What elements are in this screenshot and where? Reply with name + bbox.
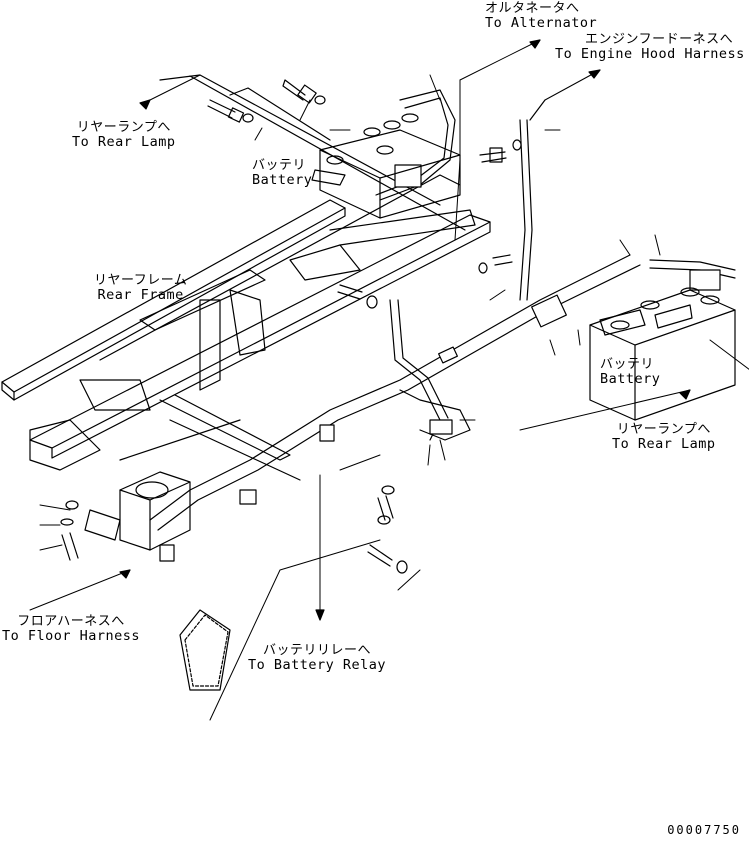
label-jp: バッテリリレーへ — [263, 643, 372, 658]
label-en: To Engine Hood Harness — [555, 46, 745, 62]
label-jp: リヤーランプへ — [616, 422, 711, 437]
label-en: To Rear Lamp — [72, 134, 176, 150]
label-en: To Alternator — [485, 15, 598, 31]
bolts-and-washers — [60, 79, 522, 574]
battery-right — [589, 287, 736, 421]
shield-plate — [179, 609, 231, 691]
label-jp: フロアハーネスへ — [17, 614, 125, 629]
label-jp: エンジンフードーネスへ — [585, 32, 734, 47]
label-jp: バッテリ — [252, 158, 307, 173]
label-to-rear-lamp-left: リヤーランプへ To Rear Lamp — [72, 120, 176, 150]
cross-members — [79, 209, 476, 481]
label-en: To Battery Relay — [248, 657, 387, 673]
label-en: To Rear Lamp — [612, 436, 716, 452]
label-to-rear-lamp-right: リヤーランプへ To Rear Lamp — [612, 422, 716, 452]
engine-bracket — [29, 419, 191, 551]
label-to-floor-harness: フロアハーネスへ To Floor Harness — [2, 614, 140, 644]
leader-lines — [29, 39, 749, 721]
label-en: Battery — [600, 371, 661, 387]
label-battery-left: バッテリ Battery — [252, 158, 312, 188]
label-en: To Floor Harness — [2, 628, 141, 644]
arrows — [119, 39, 691, 621]
label-to-battery-relay: バッテリリレーへ To Battery Relay — [248, 643, 386, 673]
label-to-alternator: オルタネータへ To Alternator — [485, 1, 597, 31]
label-jp: オルタネータへ — [485, 1, 580, 16]
drawing-code: 00007750 — [667, 823, 741, 837]
main-harness — [149, 89, 736, 531]
label-jp: リヤーランプへ — [76, 120, 171, 135]
label-to-engine-hood-harness: エンジンフードーネスへ To Engine Hood Harness — [555, 32, 745, 62]
label-battery-right: バッテリ Battery — [600, 357, 660, 387]
label-jp: リヤーフレーム — [94, 273, 188, 288]
label-en: Rear Frame — [97, 287, 184, 303]
label-en: Battery — [252, 172, 313, 188]
clamps — [159, 164, 721, 562]
label-rear-frame: リヤーフレーム Rear Frame — [94, 273, 187, 303]
label-jp: バッテリ — [600, 357, 655, 372]
